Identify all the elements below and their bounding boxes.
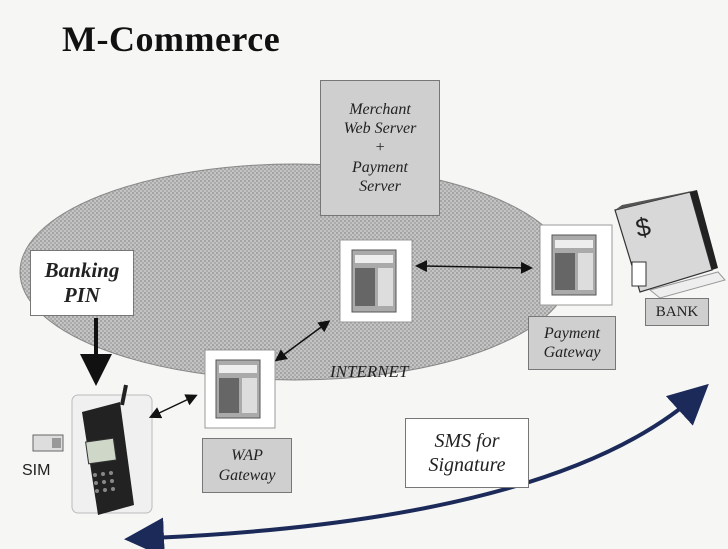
arrow-internet-to-payment-gateway bbox=[415, 260, 533, 274]
mobile-phone-icon bbox=[71, 384, 153, 515]
merchant-line-1: Merchant bbox=[349, 101, 411, 119]
arrow-phone-to-wap bbox=[148, 394, 198, 419]
sms-line-2: Signature bbox=[428, 454, 506, 476]
payment-gateway-line-1: Payment bbox=[544, 324, 600, 342]
payment-gateway-line-2: Gateway bbox=[543, 344, 601, 361]
merchant-line-2: Web Server bbox=[343, 120, 417, 138]
merchant-line-5: Server bbox=[359, 177, 401, 195]
sim-label: SIM bbox=[22, 462, 51, 479]
page-title: M-Commerce bbox=[62, 19, 281, 59]
sms-signature-box: SMS for Signature bbox=[405, 418, 529, 488]
wap-gateway-box: WAP Gateway bbox=[202, 438, 292, 493]
merchant-line-3: + bbox=[374, 139, 386, 157]
bank-building-icon bbox=[614, 190, 726, 299]
payment-gateway-box: Payment Gateway bbox=[528, 316, 616, 370]
internet-label: INTERNET bbox=[330, 362, 409, 381]
banking-pin-line-1: Banking bbox=[44, 257, 120, 282]
bank-box: BANK bbox=[645, 298, 709, 326]
merchant-line-4: Payment bbox=[352, 158, 408, 176]
sms-line-1: SMS for bbox=[434, 430, 500, 452]
arrow-wap-to-internet bbox=[274, 320, 331, 362]
wap-gateway-line-1: WAP bbox=[231, 447, 263, 465]
payment-gateway-server-icon bbox=[539, 224, 613, 306]
wap-gateway-line-2: Gateway bbox=[218, 466, 276, 484]
wap-gateway-server-icon bbox=[204, 349, 276, 429]
bank-label: BANK bbox=[655, 304, 699, 320]
internet-server-icon bbox=[339, 239, 413, 323]
merchant-server-box: Merchant Web Server + Payment Server bbox=[320, 80, 440, 216]
sim-card-icon bbox=[32, 434, 64, 452]
banking-pin-line-2: PIN bbox=[63, 283, 101, 307]
arrow-sms-signature-curve bbox=[124, 383, 709, 549]
banking-pin-box: Banking PIN bbox=[30, 250, 134, 316]
